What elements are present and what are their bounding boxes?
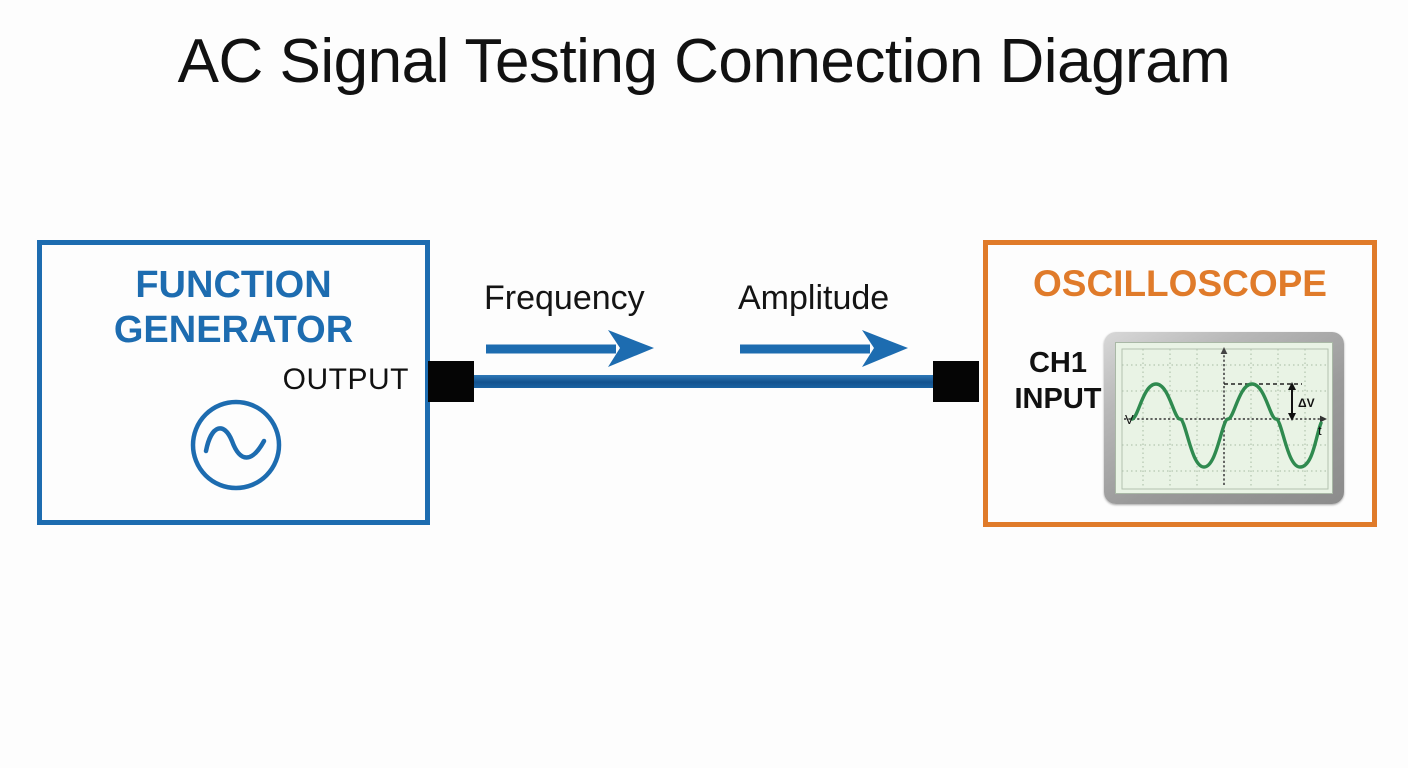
signal-cable [452,375,952,388]
flow-label-frequency: Frequency [484,279,645,317]
page-title: AC Signal Testing Connection Diagram [177,27,1231,96]
voltage-axis-label: V [1125,412,1134,427]
function-generator-title-line1: FUNCTION [135,264,332,306]
screen-display-area: V t ΔV [1115,342,1333,494]
function-generator-title: FUNCTION GENERATOR [42,263,425,353]
function-generator-title-line2: GENERATOR [113,309,354,351]
time-axis-label: t [1318,423,1322,438]
flow-arrow-amplitude-icon [740,330,908,367]
oscilloscope-screen: V t ΔV [1104,332,1344,504]
ch1-input-label-line1: CH1 [1028,347,1087,379]
input-connector [933,361,979,402]
ch1-input-label: CH1 INPUT [998,345,1118,417]
oscilloscope-box: OSCILLOSCOPE CH1 INPUT [983,240,1377,527]
output-connector [428,361,474,402]
delta-v-label: ΔV [1298,396,1315,410]
flow-label-amplitude: Amplitude [738,279,890,317]
oscilloscope-title: OSCILLOSCOPE [1033,263,1327,304]
flow-arrow-frequency-icon [486,330,654,367]
output-port-label: OUTPUT [282,363,409,396]
ch1-input-label-line2: INPUT [1014,383,1102,415]
sine-wave-circle-icon [190,399,282,491]
function-generator-box: FUNCTION GENERATOR OUTPUT [37,240,430,525]
waveform-plot: V t ΔV [1121,347,1329,490]
